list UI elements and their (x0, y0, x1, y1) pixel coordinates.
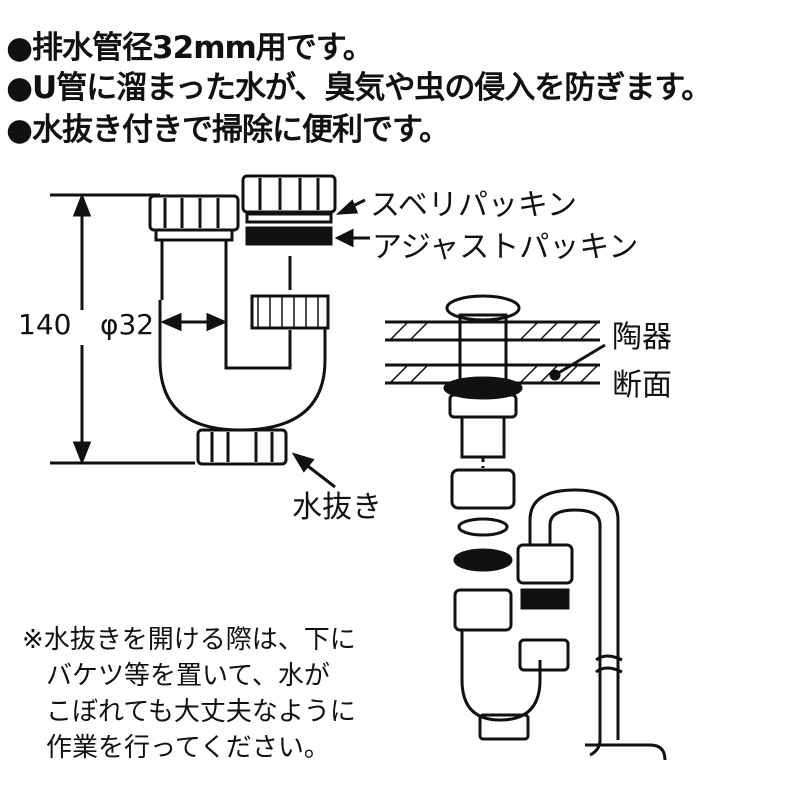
feature-2: ●U管に溜まった水が、臭気や虫の侵入を防ぎます。 (6, 70, 712, 106)
ceramic-label-1: 陶器 (612, 320, 672, 355)
feature-1: ●排水管径32mm用です。 (6, 30, 374, 66)
height-label: 140 (18, 308, 72, 341)
slip-packing-label: スベリパッキン (370, 188, 577, 223)
drain-plug-label: 水抜き (292, 490, 382, 525)
feature-3: ●水抜き付きで掃除に便利です。 (6, 112, 450, 148)
ceramic-label-2: 断面 (612, 368, 672, 403)
drain-assembly (443, 294, 667, 761)
note-line: バケツ等を置いて、水が (46, 661, 330, 691)
height-dimension (50, 192, 195, 466)
adjust-packing-label: アジャストパッキン (372, 230, 639, 265)
caution-note: ※水抜きを開ける際は、下に バケツ等を置いて、水が こぼれても大丈夫なように 作… (22, 622, 356, 766)
ceramic-section (385, 320, 606, 385)
note-line: 作業を行ってください。 (46, 733, 330, 763)
p-trap-left (148, 174, 370, 489)
note-line: こぼれても大丈夫なように (46, 697, 356, 727)
note-line: ※水抜きを開ける際は、下に (22, 625, 356, 655)
diameter-label: φ32 (100, 308, 155, 341)
